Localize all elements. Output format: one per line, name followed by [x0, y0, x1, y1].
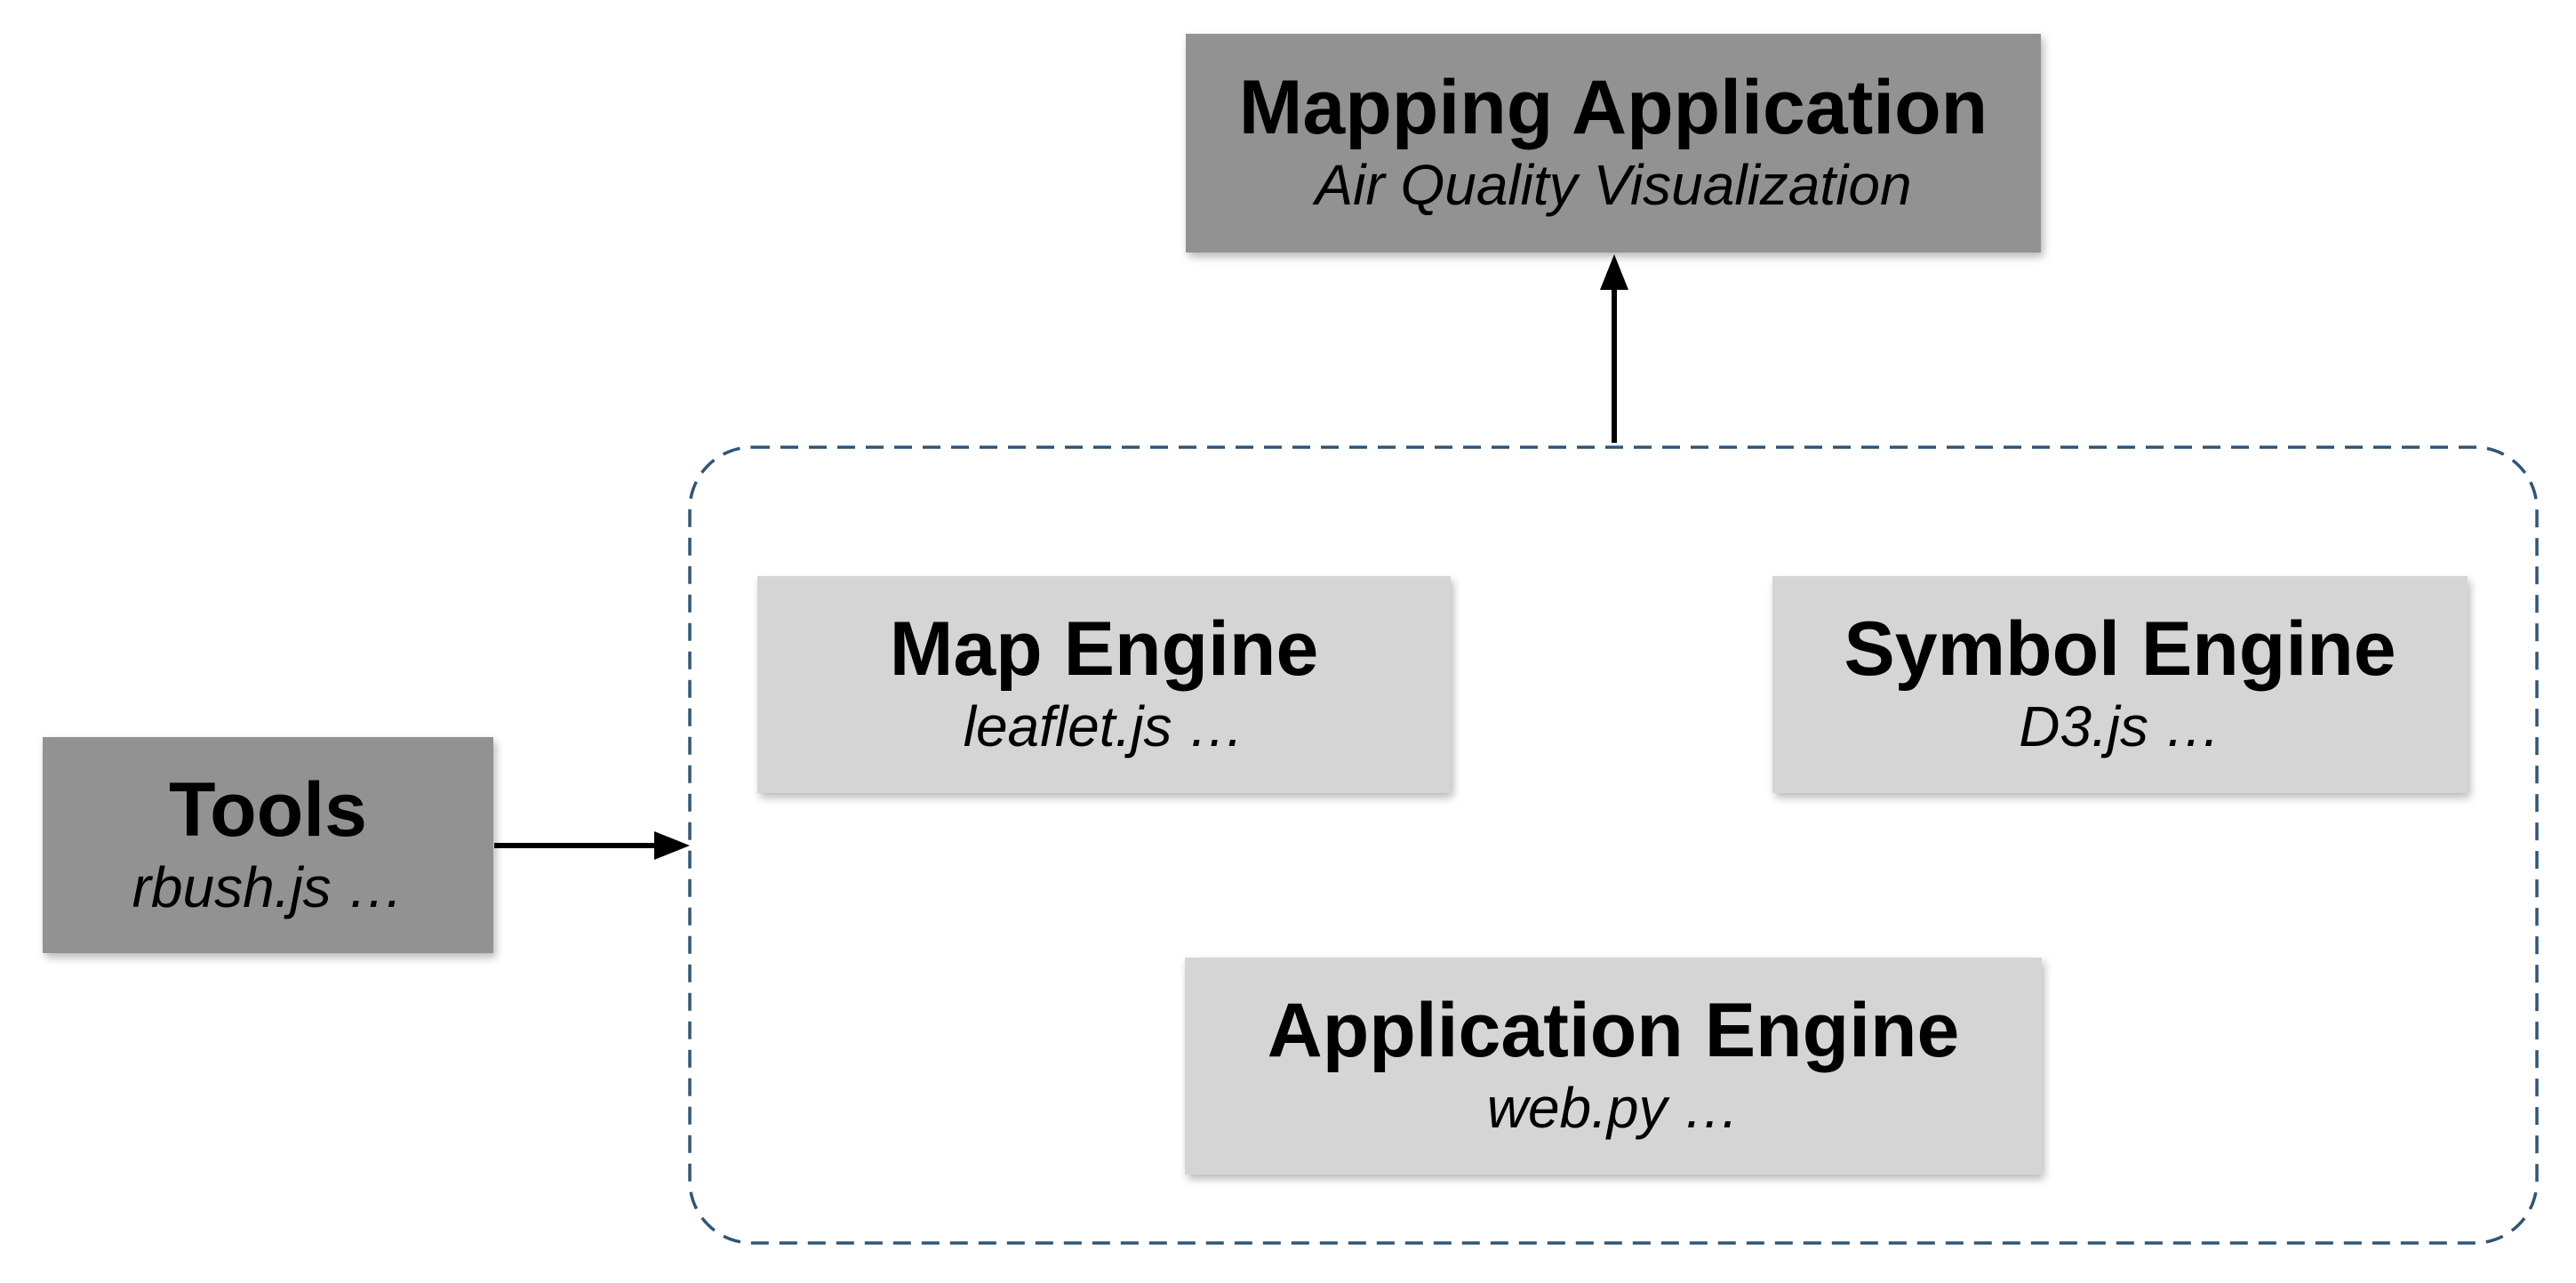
tools-subtitle: rbush.js … [132, 854, 404, 919]
mapping-application-title: Mapping Application [1238, 65, 1988, 151]
map-engine-subtitle: leaflet.js … [963, 694, 1245, 759]
application-engine-subtitle: web.py … [1486, 1076, 1740, 1141]
application-engine-box: Application Engine web.py … [1185, 958, 2042, 1175]
tools-box: Tools rbush.js … [43, 737, 493, 953]
engine-group-container [688, 445, 2539, 1245]
mapping-application-subtitle: Air Quality Visualization [1315, 153, 1912, 218]
application-engine-title: Application Engine [1267, 988, 1960, 1074]
symbol-engine-title: Symbol Engine [1844, 606, 2396, 693]
map-engine-box: Map Engine leaflet.js … [757, 576, 1451, 793]
mapping-application-box: Mapping Application Air Quality Visualiz… [1186, 34, 2041, 253]
tools-title: Tools [169, 766, 367, 853]
symbol-engine-subtitle: D3.js … [2019, 694, 2221, 759]
symbol-engine-box: Symbol Engine D3.js … [1772, 576, 2468, 793]
arrowhead-right [654, 831, 690, 860]
map-engine-title: Map Engine [889, 606, 1319, 693]
arrowhead-up [1600, 254, 1628, 290]
